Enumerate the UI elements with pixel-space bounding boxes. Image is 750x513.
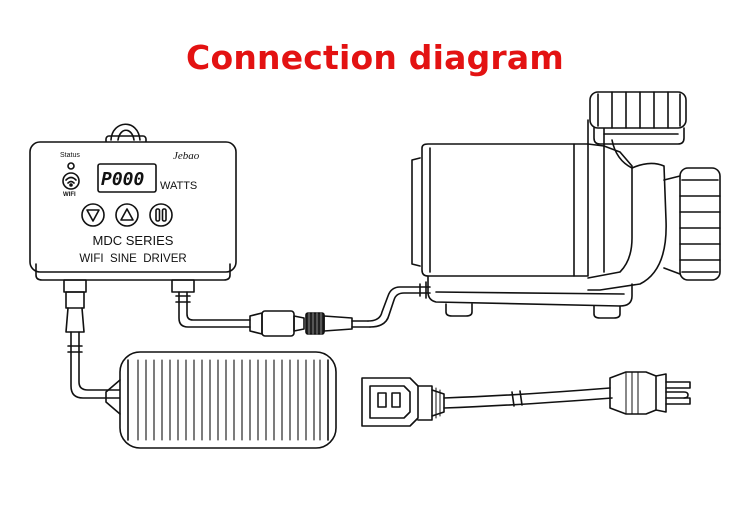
- pump: [411, 91, 721, 319]
- status-led: [67, 162, 75, 170]
- page-title: Connection diagram: [186, 38, 564, 77]
- up-button[interactable]: [115, 203, 139, 227]
- pump-cable: [175, 286, 431, 337]
- down-button[interactable]: [81, 203, 105, 227]
- pause-button[interactable]: [149, 203, 173, 227]
- watts-label: WATTS: [160, 180, 197, 192]
- lcd-display: [97, 163, 157, 193]
- lcd-readout: P000: [101, 169, 145, 190]
- series-label: MDC SERIES: [93, 233, 174, 248]
- power-supply: [105, 351, 337, 449]
- down-triangle-icon: [86, 209, 100, 222]
- wifi-icon: [62, 172, 80, 190]
- driver-subtitle: WIFI SINE DRIVER: [79, 253, 186, 265]
- driver-unit: [29, 123, 237, 293]
- brand-logo: Jebao: [173, 150, 200, 162]
- up-triangle-icon: [120, 208, 134, 221]
- psu-cable: [65, 291, 131, 399]
- wifi-label: WIFI: [63, 192, 76, 198]
- pause-icon: [155, 208, 167, 222]
- ac-power-cord: [361, 371, 691, 427]
- status-label: Status: [60, 152, 80, 159]
